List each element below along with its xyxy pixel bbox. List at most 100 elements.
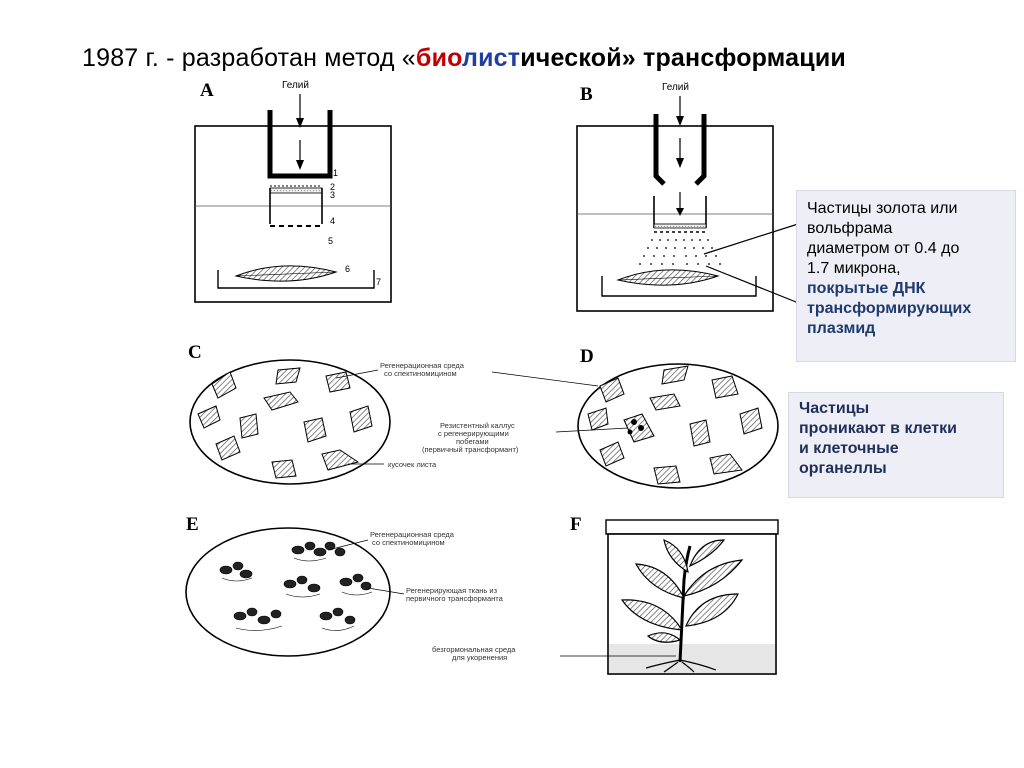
panel-e-pointer-tissue (367, 587, 405, 595)
particles-callout-line-1: Частицы золота или (807, 200, 958, 217)
panel-a-inner-arrowhead (296, 160, 304, 170)
panel-f-rooting-medium (609, 644, 775, 673)
leaf-piece (239, 413, 259, 439)
panel-d-letter: D (580, 346, 594, 367)
leaf-piece (263, 391, 299, 411)
panel-b-leaf (616, 269, 720, 286)
leaf-piece (271, 459, 297, 479)
leaf-piece (303, 417, 327, 443)
particles-callout-line-5: покрытые ДНК (807, 280, 926, 297)
title-blue-part: лист (461, 44, 521, 72)
panel-b-barrel-right (694, 114, 707, 186)
panel-b-leaf-vein (617, 275, 719, 281)
shoot-cluster (291, 541, 327, 562)
leaf-piece (197, 405, 221, 429)
panel-e-pointer-medium (327, 539, 369, 551)
panel-a-leaf-vein (235, 271, 337, 277)
panel-b-letter: B (580, 84, 593, 105)
panel-c: C Регенерационная среда со спектиномицин… (188, 342, 599, 485)
panel-b: B Гелий (576, 82, 774, 312)
leaf-piece (661, 365, 689, 385)
panel-b-inner-arrowhead (676, 158, 684, 168)
panel-d-pointer-callus (555, 427, 629, 433)
panel-a: A Гелий 1 2 3 4 5 6 7 (194, 80, 392, 303)
panel-d-leaf-pieces (587, 365, 763, 485)
panel-a-dish (217, 270, 375, 289)
panel-a-num-6: 6 (345, 264, 350, 274)
panel-d-label-2: с регенерирующими (438, 429, 509, 438)
plant-leaf (688, 539, 726, 568)
panel-f-leaves (620, 539, 744, 643)
panel-c-letter: C (188, 342, 202, 363)
panel-a-num-5: 5 (328, 236, 333, 246)
panel-e-label-tissue-1: Регенерирующая ткань из (406, 586, 498, 595)
particles-callout-line-3: диаметром от 0.4 до (807, 240, 960, 257)
title-red-part: био (415, 44, 462, 72)
panel-e-label-medium-1: Регенерационная среда (370, 530, 455, 539)
panel-e-shoots (219, 541, 373, 631)
leaf-piece (325, 371, 351, 393)
shoot-cluster (319, 607, 356, 631)
panel-a-macrocarrier (269, 187, 323, 194)
panel-c-leaf-pieces (197, 367, 373, 479)
penetration-callout-line-3: и клеточные (799, 440, 899, 457)
leaf-piece (599, 441, 625, 467)
particles-callout: Частицы золота или вольфрама диаметром о… (796, 190, 1016, 362)
penetration-callout-line-4: органеллы (799, 460, 887, 477)
panel-a-leaf (234, 265, 338, 282)
panel-e: E Регенерационная среда со спектиномицин… (185, 514, 504, 657)
panel-f-label-2: для укоренения (452, 653, 507, 662)
panel-e-letter: E (186, 514, 199, 535)
panel-c-to-d-pointer (491, 371, 599, 387)
plant-leaf (620, 599, 684, 631)
plant-leaf (685, 593, 739, 627)
penetration-callout-line-1: Частицы (799, 400, 870, 417)
leaf-piece (211, 371, 237, 399)
panel-c-label-leaf: кусочек листа (388, 460, 437, 469)
panel-b-macrocarrier (653, 223, 707, 229)
panel-f: F безгормональная среда для укоренения (432, 514, 779, 675)
panel-a-num-7: 7 (376, 277, 381, 287)
panel-d-label-1: Резистентный каллус (440, 421, 515, 430)
leaf-piece (649, 393, 681, 411)
panel-b-chamber (576, 125, 774, 312)
leaf-piece (275, 367, 301, 385)
particles-callout-line-7: плазмид (807, 320, 876, 337)
panel-a-num-2: 2 (330, 182, 335, 192)
leaf-piece (653, 465, 681, 485)
panel-f-label-1: безгормональная среда (432, 645, 516, 654)
panel-a-barrel (267, 110, 333, 179)
penetration-callout-line-2: проникают в клетки (799, 420, 957, 437)
panel-e-label-medium-2: со спектиномицином (372, 538, 445, 547)
panel-b-arrowhead (676, 116, 684, 126)
shoot-cluster (233, 607, 283, 631)
panel-d: D Резистентный каллус с регенерирующими … (422, 346, 779, 489)
panel-b-particle-spray (639, 239, 721, 265)
leaf-piece (709, 453, 743, 475)
title-rest: ической» трансформации (520, 44, 846, 72)
shoot-cluster (283, 575, 321, 598)
plant-leaf (663, 539, 689, 574)
panel-a-chamber (194, 125, 392, 303)
leaf-piece (689, 419, 711, 447)
shoot-cluster (219, 561, 253, 582)
callout-pointer-leaf (705, 265, 807, 307)
panel-f-jar-lid (605, 519, 779, 535)
panel-a-num-3: 3 (330, 190, 335, 200)
plant-leaf (646, 632, 682, 643)
leaf-piece (349, 405, 373, 433)
panel-c-label-medium-1: Регенерационная среда (380, 361, 465, 370)
panel-d-resistant-callus (623, 413, 655, 443)
panel-a-letter: A (200, 80, 214, 101)
panel-c-label-medium-2: со спектиномицином (384, 369, 457, 378)
panel-d-label-3: побегами (456, 437, 489, 446)
panel-a-gas-label: Гелий (282, 80, 309, 91)
penetration-callout: Частицы проникают в клетки и клеточные о… (788, 392, 1004, 498)
plant-leaf (682, 559, 744, 597)
leaf-piece (599, 377, 625, 403)
panel-a-arrowhead (296, 118, 304, 128)
plant-leaf (634, 563, 686, 599)
panel-f-letter: F (570, 514, 582, 535)
callout-pointer-particles (703, 223, 799, 255)
